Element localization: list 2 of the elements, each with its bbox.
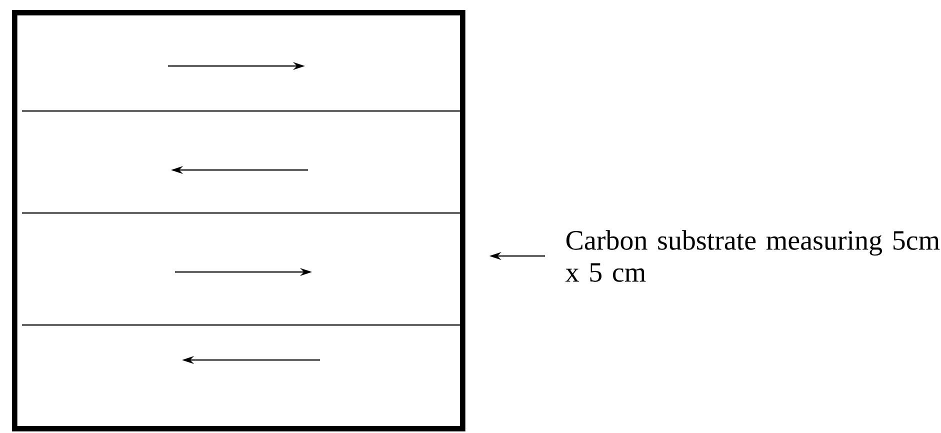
substrate-box xyxy=(12,10,466,432)
substrate-label: Carbon substrate measuring 5cm x 5 cm xyxy=(566,230,940,282)
